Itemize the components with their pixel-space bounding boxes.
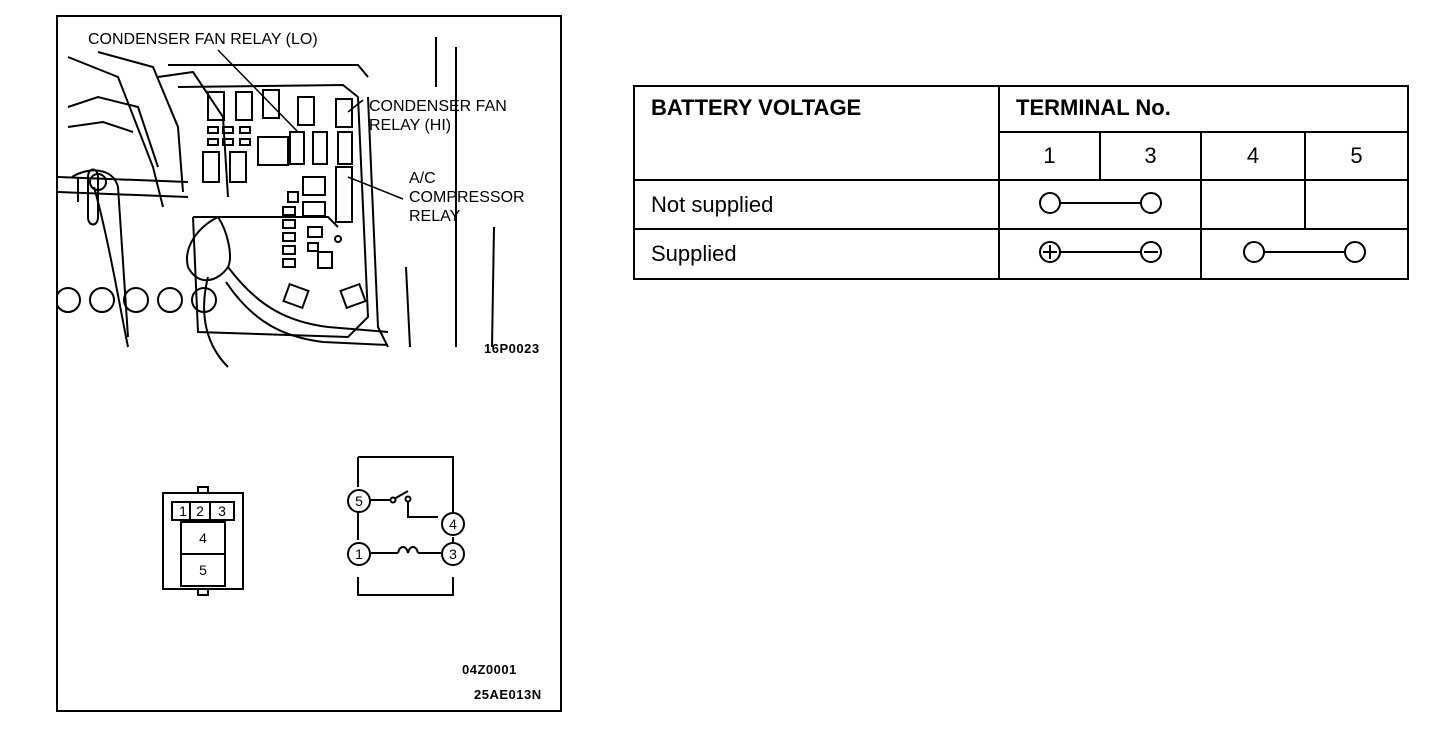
supply-1-3 [998,228,1202,280]
negative-terminal-icon [1140,241,1162,263]
terminal-5-header: 5 [1304,131,1409,181]
photo-code: 16P0023 [484,341,540,356]
connector-terminal-3: 3 [218,503,226,519]
circuit-terminal-3: 3 [441,542,465,566]
relay-circuit [357,456,454,596]
figure-code: 25AE013N [474,687,542,702]
relay-location-drawing [58,37,495,596]
terminal-test-table: BATTERY VOLTAGE TERMINAL No. 1 3 4 5 Not… [633,85,1409,280]
terminal-marker-1 [1039,192,1061,214]
battery-voltage-header: BATTERY VOLTAGE [633,85,1000,181]
terminal-3-header: 3 [1099,131,1202,181]
circuit-terminal-5: 5 [347,489,371,513]
terminal-4-header: 4 [1200,131,1306,181]
leader-lines [217,49,404,200]
connector-terminal-4: 4 [199,530,207,546]
terminal-marker-4 [1243,241,1265,263]
engine-bay-sketch [58,37,495,368]
terminal-no-header: TERMINAL No. [998,85,1409,133]
figure-panel: CONDENSER FAN RELAY (LO) CONDENSER FAN R… [56,15,562,712]
terminal-marker-3 [1140,192,1162,214]
circuit-terminal-1: 1 [347,542,371,566]
empty-cell-4 [1200,179,1306,230]
connector-terminal-1: 1 [179,503,187,519]
terminal-marker-5 [1344,241,1366,263]
condenser-fan-relay-lo-label: CONDENSER FAN RELAY (LO) [88,31,318,48]
condenser-fan-relay-hi-label: CONDENSER FAN RELAY (HI) [369,98,507,134]
connector-terminal-2: 2 [196,503,204,519]
continuity-1-3-not-supplied [998,179,1202,230]
empty-cell-5 [1304,179,1409,230]
circuit-terminal-4: 4 [441,512,465,536]
positive-terminal-icon [1039,241,1061,263]
ac-compressor-relay-label: A/C COMPRESSOR RELAY [409,170,525,225]
terminal-1-header: 1 [998,131,1101,181]
connector-terminal-5: 5 [199,562,207,578]
row-label-supplied: Supplied [633,228,1000,280]
relay-connector-face [162,486,244,596]
row-label-not-supplied: Not supplied [633,179,1000,230]
relay-code: 04Z0001 [462,662,517,677]
relay-box-components [202,89,367,310]
continuity-4-5-supplied [1200,228,1409,280]
